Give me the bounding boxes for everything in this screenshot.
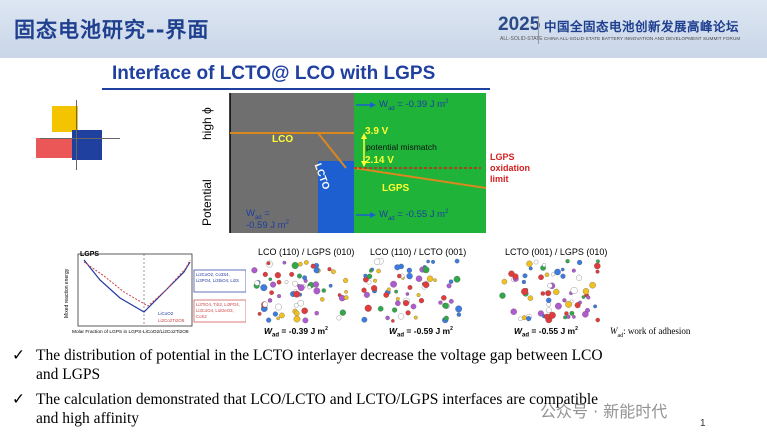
chart-lgps-label: LGPS: [80, 251, 100, 258]
logo-english: CHINA ALL-SOLID-STATE BATTERY INNOVATION…: [544, 36, 741, 41]
structure-label-3: LCTO (001) / LGPS (010): [505, 247, 608, 257]
lcto-potential-line: [317, 132, 347, 169]
voltage-high: 3.9 V: [365, 126, 389, 137]
wad-left-1: Wad =: [246, 208, 270, 221]
oxidation-line-1: LGPS: [490, 152, 515, 162]
reaction-energy-chart: [77, 253, 246, 327]
chart-xlabel: Molar Fraction of LGPS in LGPS-LiCoO2/Li…: [72, 330, 189, 335]
wad-note: Wad: work of adhesion: [610, 326, 691, 339]
check-icon: ✓: [12, 391, 25, 408]
bullet-2: ✓ The calculation demonstrated that LCO/…: [12, 390, 599, 428]
legend-lcto: Li2Co2Ti2O8: [158, 318, 185, 323]
forum-logo: 2025 ALL-SOLID-STATE 中国全固态电池创新发展高峰论坛 CHI…: [498, 14, 760, 48]
lgps-potential-line: [353, 167, 487, 189]
logo-chinese: 中国全固态电池创新发展高峰论坛: [544, 19, 740, 34]
logo-year: 2025: [498, 14, 541, 35]
structure-wad-2: Wad = -0.59 J m2: [389, 326, 453, 339]
chart-box-1: Li2CoO2, Co3S4, Li3PO4, Li3SiO4, Li2S: [196, 272, 239, 283]
structure-wad-1: Wad = -0.39 J m2: [264, 326, 328, 339]
check-icon: ✓: [12, 347, 25, 364]
bullet-2-line-1: The calculation demonstrated that LCO/LC…: [36, 391, 599, 408]
lco-label: LCO: [272, 134, 294, 145]
title-underline: [102, 88, 490, 90]
wad-mid: Wad = -0.55 J m2: [379, 209, 449, 223]
bullet-1-line-1: The distribution of potential in the LCT…: [36, 347, 603, 364]
voltage-low: 2.14 V: [365, 155, 394, 166]
bullet-1-line-2: and LGPS: [36, 366, 101, 383]
structure-label-2: LCO (110) / LCTO (001): [370, 247, 467, 257]
logo-sub: ALL-SOLID-STATE: [500, 36, 543, 42]
lgps-label: LGPS: [382, 183, 410, 194]
chart-box-2: Li3TiO4, TiS2, Li3PO4, Li3CoO4, Li2GeO3,…: [196, 302, 240, 319]
wad-top: Wad = -0.39 J m2: [379, 99, 449, 113]
slide-title: Interface of LCTO@ LCO with LGPS: [112, 63, 436, 84]
lcto-curve: [83, 259, 191, 307]
structure-wad-3: Wad = -0.55 J m2: [514, 326, 578, 339]
chart-ylabel: Mixed reaction energy: [64, 268, 70, 318]
bullet-2-line-2: and high affinity: [36, 410, 140, 427]
lgps-region: [354, 93, 486, 233]
header-title: 固态电池研究--界面: [14, 18, 210, 42]
wad-left-2: -0.59 J m2: [246, 220, 289, 232]
oxidation-line-2: oxidation: [490, 163, 530, 173]
legend-licoo2: LiCoO2: [158, 311, 174, 316]
oxidation-line-3: limit: [490, 174, 509, 184]
page-number: 1: [700, 418, 706, 429]
bullet-1: ✓ The distribution of potential in the L…: [12, 346, 603, 384]
potential-diagram: [229, 93, 487, 233]
logo-divider: [538, 16, 539, 44]
mismatch-label: potential mismatch: [366, 142, 437, 152]
lcto-region: [318, 161, 354, 233]
watermark: 公众号 · 新能时代: [540, 402, 668, 421]
ylabel-potential: Potential: [200, 179, 214, 226]
slide-header: 固态电池研究--界面 2025 ALL-SOLID-STATE 中国全固态电池创…: [0, 0, 767, 58]
atomic-structures: [251, 258, 601, 324]
structure-label-1: LCO (110) / LGPS (010): [258, 247, 355, 257]
ylabel-high-phi: high ϕ: [200, 107, 214, 140]
